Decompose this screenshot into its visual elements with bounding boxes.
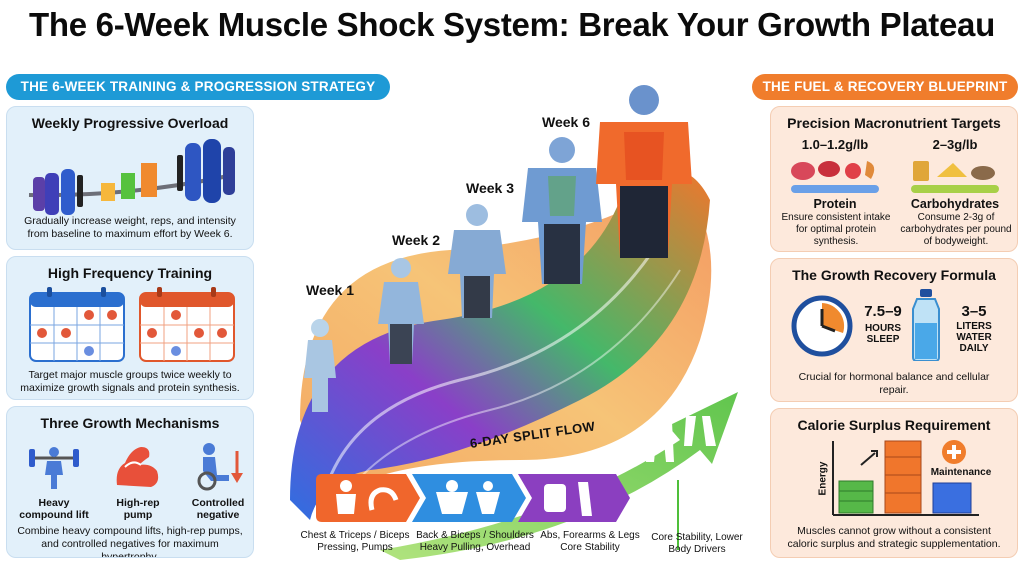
overload-card: Weekly Progressive Overload Gradually in… [6,106,254,250]
fuel-section-title: THE FUEL & RECOVERY BLUEPRINT [752,74,1018,100]
protein-foods-icon [791,161,879,193]
training-section-title: THE 6-WEEK TRAINING & PROGRESSION STRATE… [6,74,390,100]
week6-figure [596,85,692,258]
page-title: The 6-Week Muscle Shock System: Break Yo… [29,6,995,43]
flexed-arm-icon [116,447,159,487]
split-caption: Core Stability, Lower Body Drivers [651,532,743,555]
recovery-title: The Growth Recovery Formula [792,267,996,283]
week1-figure [304,319,336,412]
carbs-amount: 2–3g/lb [932,137,978,152]
mechanism-label: Controlled negative [191,497,245,521]
mechanism-label: Heavy compound lift [19,497,89,521]
legs-icon [684,416,716,446]
water-value: 3–5 [961,303,987,320]
overload-title: Weekly Progressive Overload [31,115,229,131]
energy-axis-label: Energy [817,461,829,496]
frequency-card: High Frequency Training Target major mus… [6,256,254,400]
split-caption: Back & Biceps / Shoulders Heavy Pulling,… [416,530,534,553]
week-label: Week 1 [306,282,354,298]
recovery-text: Crucial for hormonal balance and cellula… [798,371,990,396]
carb-foods-icon [911,161,999,193]
calendar-icon [139,287,235,362]
mechanisms-title: Three Growth Mechanisms [40,415,220,431]
water-unit: LITERS WATER DAILY [956,321,992,354]
surplus-card: Calorie Surplus Requirement Energy Maint… [770,408,1018,558]
split-caption: Chest & Triceps / Biceps Pressing, Pumps [300,530,410,553]
mechanisms-text: Combine heavy compound lifts, high-rep p… [17,525,243,558]
water-bottle-icon [912,289,940,361]
barbell-squat-icon [29,447,79,489]
sleep-value: 7.5–9 [864,303,902,320]
barbell-icon [28,139,235,215]
carbs-name: Carbohydrates [910,197,1000,211]
maintenance-label: Maintenance [930,467,992,478]
protein-text: Ensure consistent intake for optimal pro… [781,212,891,247]
surplus-bars-icon [832,440,979,516]
recovery-card: The Growth Recovery Formula 7.5–9 HOURS … [770,258,1018,402]
week-label: Week 6 [542,114,590,130]
mechanism-label: High-rep pump [116,497,160,521]
overload-text: Gradually increase weight, reps, and int… [24,215,236,240]
carbs-text: Consume 2-3g of carbohydrates per pound … [900,212,1012,247]
mechanisms-card: Three Growth Mechanisms Heavy compound l… [6,406,254,558]
clock-icon [791,295,853,357]
week-label: Week 3 [466,180,514,196]
seated-press-icon [197,443,243,491]
protein-name: Protein [813,197,857,211]
split-chevrons [316,474,630,522]
macros-title: Precision Macronutrient Targets [787,115,1001,131]
frequency-title: High Frequency Training [47,265,213,281]
week-label: Week 2 [392,232,440,248]
week3-figure [448,204,506,318]
sleep-unit: HOURS SLEEP [864,323,902,345]
plus-icon [942,440,966,464]
surplus-text: Muscles cannot grow without a consistent… [787,525,1001,550]
surplus-title: Calorie Surplus Requirement [797,417,991,433]
macros-card: Precision Macronutrient Targets 1.0–1.2g… [770,106,1018,252]
split-caption: Abs, Forearms & Legs Core Stability [540,530,640,553]
week2-figure [378,258,424,364]
week4-figure [522,137,602,284]
legs-icon [646,422,674,462]
calendar-icon [29,287,125,362]
frequency-text: Target major muscle groups twice weekly … [20,369,240,394]
protein-amount: 1.0–1.2g/lb [801,137,869,152]
